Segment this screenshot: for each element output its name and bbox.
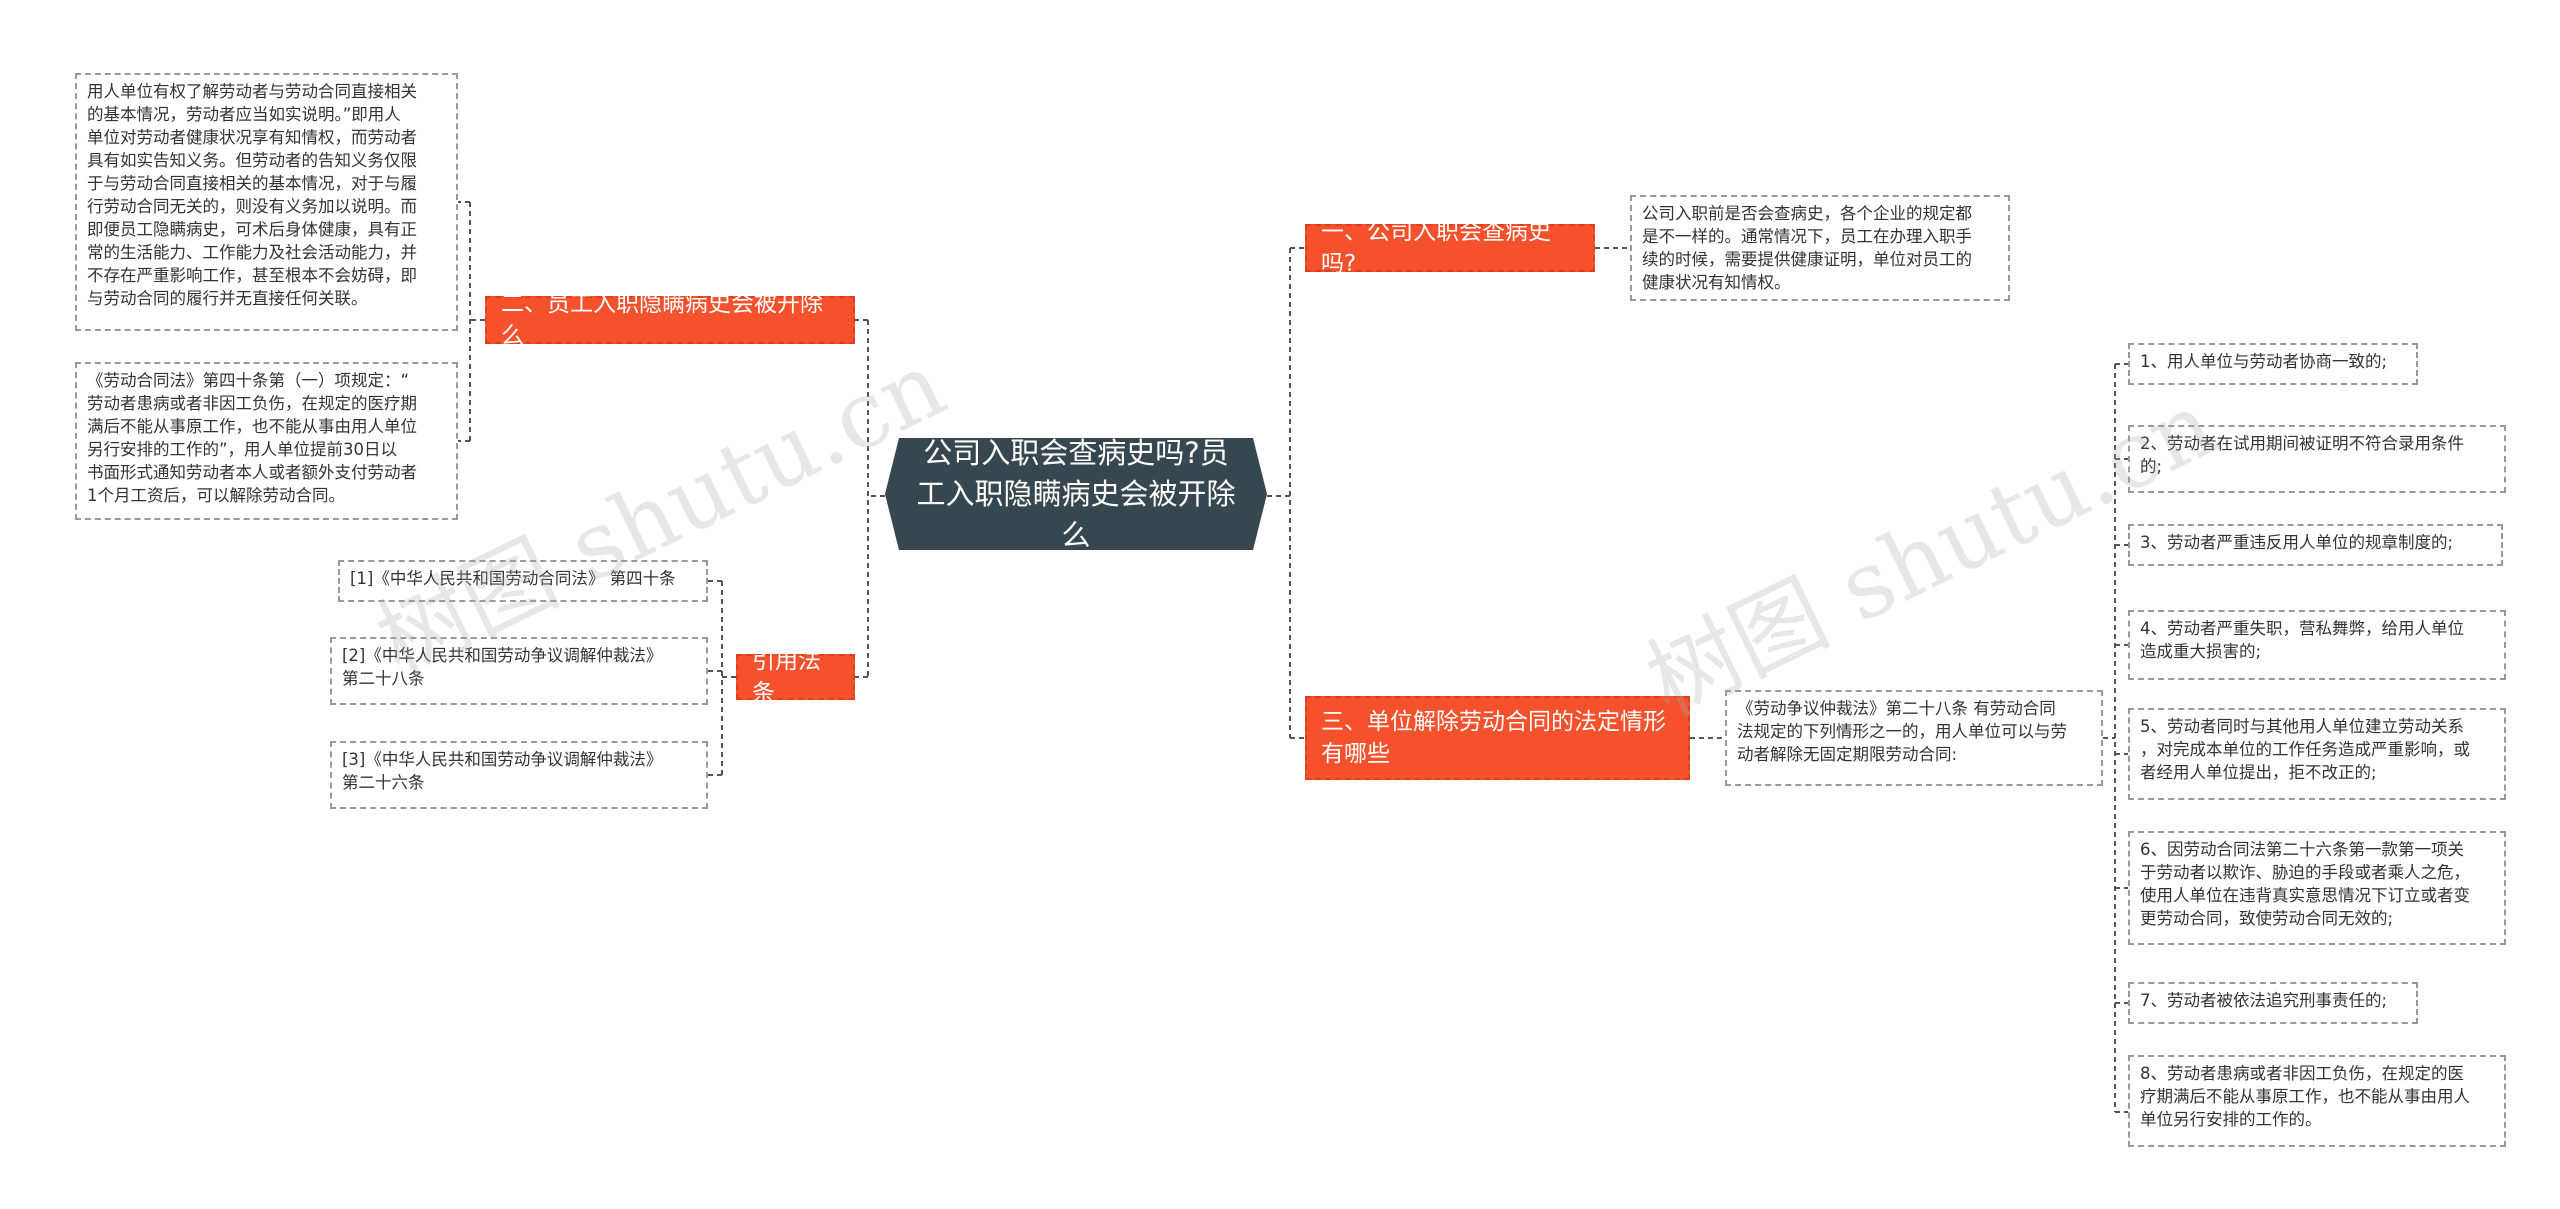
branch-3-item-2[interactable]: 2、劳动者在试用期间被证明不符合录用条件 的; [2128, 425, 2506, 493]
root-node[interactable]: 公司入职会查病史吗?员工入职隐瞒病史会被开除么 [885, 438, 1267, 550]
branch-3-item-7[interactable]: 7、劳动者被依法追究刑事责任的; [2128, 982, 2418, 1024]
branch-3-item-6[interactable]: 6、因劳动合同法第二十六条第一款第一项关 于劳动者以欺诈、胁迫的手段或者乘人之危… [2128, 831, 2506, 945]
branch-4-node[interactable]: 引用法条 [736, 648, 855, 706]
connector-intro-items [2103, 364, 2116, 1112]
branch-3-label: 三、单位解除劳动合同的法定情形有哪些 [1321, 709, 1666, 767]
branch-3-item-8[interactable]: 8、劳动者患病或者非因工负伤，在规定的医 疗期满后不能从事原工作，也不能从事由用… [2128, 1055, 2506, 1147]
connector-root-left [867, 320, 885, 677]
branch-3-item-5[interactable]: 5、劳动者同时与其他用人单位建立劳动关系 ，对完成本单位的工作任务造成严重影响，… [2128, 708, 2506, 800]
connector-b2-leaves [458, 201, 485, 442]
branch-1-leaf[interactable]: 公司入职前是否会查病史，各个企业的规定都 是不一样的。通常情况下，员工在办理入职… [1630, 195, 2010, 301]
connector-root-right [1267, 248, 1291, 738]
branch-2-node[interactable]: 二、员工入职隐瞒病史会被开除么 [485, 291, 855, 349]
root-label: 公司入职会查病史吗?员工入职隐瞒病史会被开除么 [916, 435, 1236, 552]
branch-1-label: 一、公司入职会查病史吗? [1321, 219, 1551, 277]
branch-3-item-3[interactable]: 3、劳动者严重违反用人单位的规章制度的; [2128, 524, 2503, 566]
branch-3-node[interactable]: 三、单位解除劳动合同的法定情形有哪些 [1305, 696, 1690, 780]
citation-2[interactable]: [2]《中华人民共和国劳动争议调解仲裁法》 第二十八条 [330, 637, 708, 705]
branch-2-label: 二、员工入职隐瞒病史会被开除么 [501, 291, 823, 349]
branch-2-leaf-1[interactable]: 用人单位有权了解劳动者与劳动合同直接相关 的基本情况，劳动者应当如实说明。”即用… [75, 73, 458, 331]
branch-4-label: 引用法条 [752, 648, 821, 706]
connector-b4-refs [708, 580, 736, 776]
branch-3-item-1[interactable]: 1、用人单位与劳动者协商一致的; [2128, 343, 2418, 385]
citation-3[interactable]: [3]《中华人民共和国劳动争议调解仲裁法》 第二十六条 [330, 741, 708, 809]
branch-2-leaf-2[interactable]: 《劳动合同法》第四十条第（一）项规定：“ 劳动者患病或者非因工负伤，在规定的医疗… [75, 362, 458, 520]
branch-1-node[interactable]: 一、公司入职会查病史吗? [1305, 219, 1595, 277]
branch-3-intro[interactable]: 《劳动争议仲裁法》第二十八条 有劳动合同 法规定的下列情形之一的，用人单位可以与… [1725, 690, 2103, 786]
branch-3-item-4[interactable]: 4、劳动者严重失职，营私舞弊，给用人单位 造成重大损害的; [2128, 610, 2506, 680]
citation-1[interactable]: [1]《中华人民共和国劳动合同法》 第四十条 [338, 560, 708, 602]
